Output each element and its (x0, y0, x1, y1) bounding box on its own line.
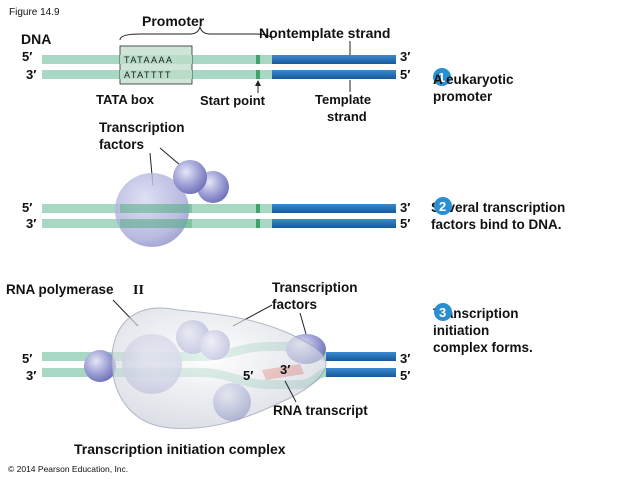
p2-left-bottom-end: 3′ (26, 216, 36, 231)
step-2-number: 2 (439, 199, 446, 214)
p1-right-top-end: 3′ (400, 49, 410, 64)
rna-transcript-pointer (284, 380, 297, 403)
rna-3-end: 3′ (280, 362, 290, 377)
p3-tf-label-line2: factors (272, 297, 317, 312)
p1-bottom-strand-blue (272, 70, 396, 79)
rna-transcript-label: RNA transcript (273, 403, 368, 418)
p2-tf-label-line1: Transcription (99, 120, 185, 135)
rna-polymerase-ii (111, 307, 327, 430)
rnap-numeral: II (133, 283, 144, 298)
tata-bottom-sequence: ATATTTT (124, 70, 172, 80)
step-3-text-line3: complex forms. (433, 340, 533, 355)
copyright: © 2014 Pearson Education, Inc. (8, 464, 128, 474)
p2-bottom-strand-blue (272, 219, 396, 228)
step-2-badge (434, 197, 452, 215)
p3-right-top-end: 3′ (400, 351, 410, 366)
panel-1: DNA 5′ 3′ TATAAAA ATATTTT Promoter Nonte… (21, 13, 514, 124)
p3-top-strand-blue (326, 352, 396, 361)
promoter-label: Promoter (142, 13, 205, 29)
p2-top-strand-blue (272, 204, 396, 213)
p2-tf-top (173, 160, 207, 194)
rna-5-end: 5′ (243, 368, 253, 383)
step-2-text-line1: Several transcription (431, 200, 565, 215)
p3-bottom-strand-blue (326, 368, 396, 377)
step-1-number: 1 (438, 70, 445, 85)
p1-top-strand-blue (272, 55, 396, 64)
panel-3: RNA polymerase II Transcription factors … (6, 280, 533, 457)
complex-label: Transcription initiation complex (74, 441, 286, 457)
p1-start-mark-top (256, 55, 260, 64)
p1-left-top-end: 5′ (22, 49, 32, 64)
p3-tf-left (84, 350, 116, 382)
p3-right-bottom-end: 5′ (400, 368, 410, 383)
tata-top-sequence: TATAAAA (124, 55, 174, 65)
rnap-label: RNA polymerase (6, 282, 114, 297)
template-label-line1: Template (315, 92, 371, 107)
step-3-badge (434, 303, 452, 321)
step-1-badge (433, 68, 451, 86)
p3-left-top-end: 5′ (22, 351, 32, 366)
start-point-label: Start point (200, 93, 266, 108)
p3-tf-pointer-2 (299, 312, 307, 335)
nontemplate-label: Nontemplate strand (259, 25, 390, 41)
figure-label: Figure 14.9 (9, 7, 60, 18)
step-3-text-line2: initiation (433, 323, 489, 338)
p1-right-bottom-end: 5′ (400, 67, 410, 82)
step-3-number: 3 (439, 305, 446, 320)
p1-start-mark-bottom (256, 70, 260, 79)
p2-left-top-end: 5′ (22, 200, 32, 215)
p2-tf-pointer-2 (159, 147, 181, 166)
panel-2: Transcription factors 5′ 3′ 3′ 5′ Severa… (22, 120, 565, 247)
step-3-text-line1: Transcription (433, 306, 519, 321)
dna-label: DNA (21, 31, 51, 47)
p2-tf-label-line2: factors (99, 137, 144, 152)
template-label-line2: strand (327, 109, 367, 124)
tata-box-label: TATA box (96, 92, 155, 107)
step-2-text-line2: factors bind to DNA. (431, 217, 562, 232)
p2-right-bottom-end: 5′ (400, 216, 410, 231)
step-1-text-line2: promoter (433, 89, 493, 104)
p2-right-top-end: 3′ (400, 200, 410, 215)
p3-tf-label-line1: Transcription (272, 280, 358, 295)
promoter-brace (119, 25, 273, 41)
p3-left-bottom-end: 3′ (26, 368, 36, 383)
step-1-text-line1: A eukaryotic (433, 72, 514, 87)
p1-left-bottom-end: 3′ (26, 67, 36, 82)
